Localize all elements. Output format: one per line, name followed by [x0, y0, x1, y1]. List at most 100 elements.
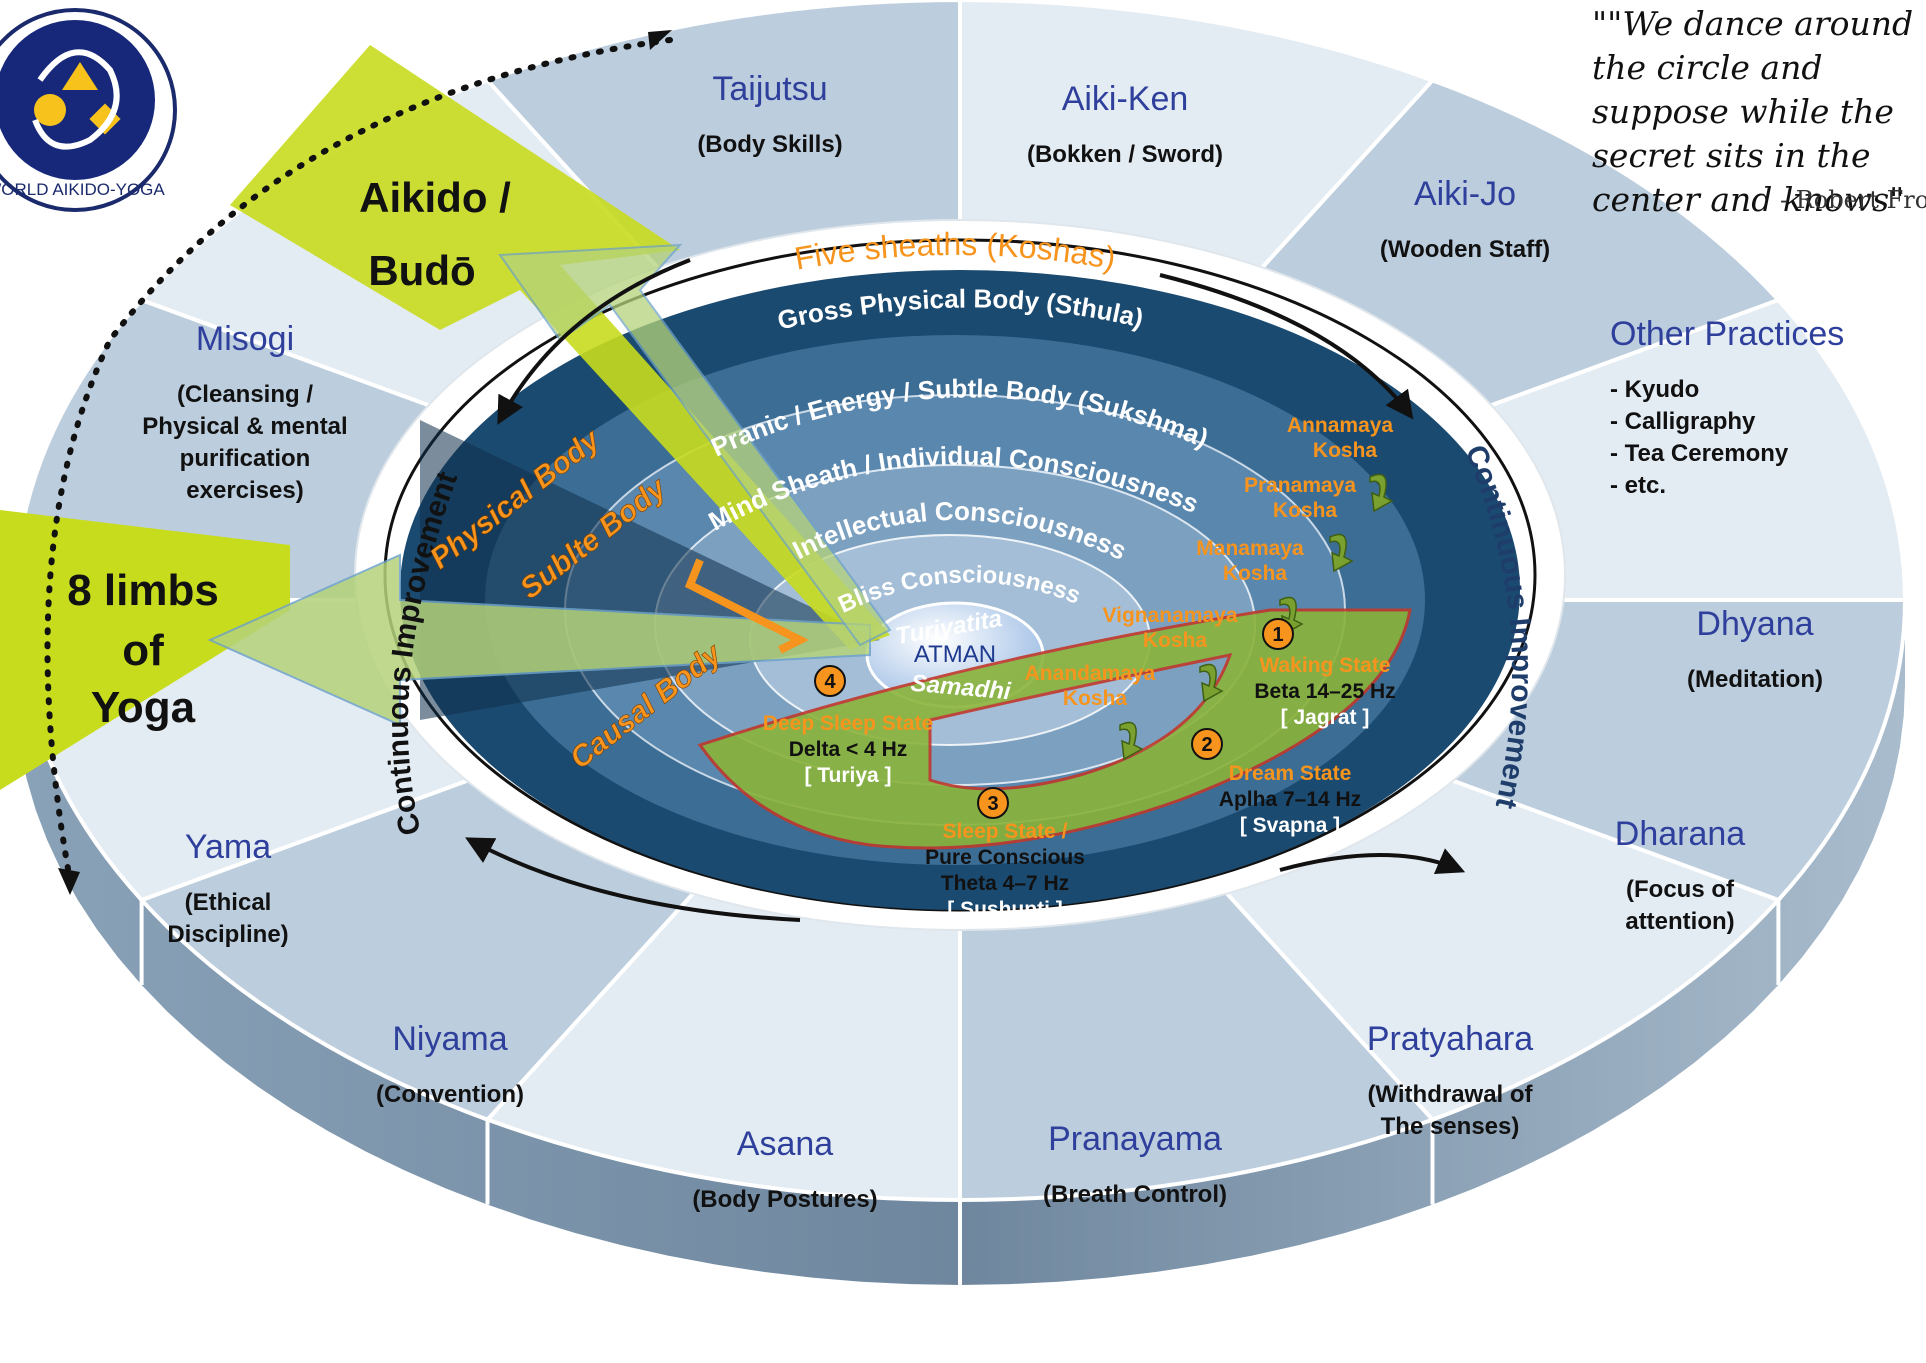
segment-subtitle: (Convention) [376, 1081, 524, 1108]
logo-dot-1 [34, 94, 66, 126]
segment-subtitle: - Calligraphy [1610, 408, 1756, 435]
segment-label-group: Asana(Body Postures) [692, 1125, 877, 1213]
kosha-name: Anandamaya [1025, 662, 1156, 685]
state-name: Sleep State / [943, 820, 1068, 843]
segment-label-group: Dharana (Focus of attention) [1615, 815, 1746, 935]
state-number: 1 [1272, 624, 1283, 646]
segment-subtitle: (Focus of [1626, 876, 1735, 903]
aikido-callout-line1: Aikido / [359, 174, 511, 221]
kosha-word: Kosha [1273, 499, 1338, 522]
aikido-callout-line2: Budō [368, 247, 475, 294]
segment-subtitle: Physical & mental [142, 413, 347, 440]
segment-title: Niyama [392, 1020, 507, 1058]
dotted-arrow-head-top [648, 30, 672, 50]
segment-label-group: Other Practices - Kyudo - Calligraphy - Tea… [1610, 315, 1844, 499]
segment-title: Aiki-Jo [1414, 175, 1516, 213]
segment-subtitle: (Bokken / Sword) [1027, 141, 1223, 168]
segment-label-group: Dhyana (Meditation) [1687, 605, 1823, 693]
segment-title: Other Practices [1610, 315, 1844, 353]
kosha-name: Pranamaya [1244, 474, 1356, 497]
segment-title: Dharana [1615, 815, 1746, 853]
kosha-word: Kosha [1143, 629, 1208, 652]
segment-subtitle: (Withdrawal of [1367, 1081, 1533, 1108]
yoga-callout-shape [0, 510, 290, 790]
segment-label-group: Pranayama (Breath Control) [1043, 1120, 1227, 1208]
segment-subtitle: - etc. [1610, 472, 1666, 499]
state-tag: [ Sushupti ] [947, 898, 1062, 921]
kosha-name: Vignanamaya [1102, 604, 1237, 627]
state-number-badge [814, 665, 846, 697]
quote-author: - Robert Frost [1780, 186, 1926, 214]
logo-swirl [32, 49, 120, 150]
arrow-top-left [497, 258, 691, 425]
state-frequency: Theta 4–7 Hz [941, 872, 1069, 895]
segment-subtitle: (Ethical [185, 889, 272, 916]
kosha-name: Manamaya [1196, 537, 1304, 560]
segment-title: Yama [185, 828, 271, 866]
segment-title: Misogi [196, 320, 294, 358]
aikido-callout-shape [230, 45, 890, 650]
state-name: Deep Sleep State [763, 712, 933, 735]
state-tag: [ Svapna ] [1240, 814, 1340, 837]
segment-subtitle: - Tea Ceremony [1610, 440, 1789, 467]
state-extra: Pure Conscious [925, 846, 1085, 869]
kosha-name: Annamaya [1287, 414, 1394, 437]
segment-label-group: Niyama (Convention) [376, 1020, 524, 1108]
state-number-badge [1262, 618, 1294, 650]
segment-label-group: Taijutsu (Body Skills) [697, 70, 842, 158]
orange-bracket [684, 558, 809, 654]
yoga-callout-line1: 8 limbs [67, 566, 219, 615]
state-name: Waking State [1259, 654, 1390, 677]
disc-rim [15, 600, 1905, 1285]
state-frequency: Aplha 7–14 Hz [1219, 788, 1361, 811]
state-tag: [ Turiya ] [804, 764, 891, 787]
segment-subtitle: Discipline) [167, 921, 288, 948]
segment-labels: Taijutsu (Body Skills) Aiki-Ken (Bokken / S… [142, 70, 1844, 1213]
state-frequency: Beta 14–25 Hz [1254, 680, 1395, 703]
segment-subtitle: (Breath Control) [1043, 1181, 1227, 1208]
dotted-arrow-head-bottom [58, 868, 80, 895]
segment-subtitle: attention) [1625, 908, 1734, 935]
kosha-curl-arrow-icon [1369, 473, 1394, 513]
logo-disc [0, 20, 155, 180]
quote-text: ""We dance around the circle and suppose… [1592, 4, 1914, 219]
segment-subtitle: (Meditation) [1687, 666, 1823, 693]
segment-label-group: Aiki-Ken (Bokken / Sword) [1027, 80, 1223, 168]
kosha-curl-arrow-icon [1329, 533, 1354, 573]
state-tag: [ Jagrat ] [1281, 706, 1370, 729]
logo-text: WORLD AIKIDO-YOGA [0, 180, 165, 199]
logo: WORLD AIKIDO-YOGA [0, 8, 177, 212]
dotted-outer-arrow [44, 37, 673, 883]
segment-title: Pratyahara [1367, 1020, 1533, 1058]
states-green-arc [697, 608, 1412, 850]
segment-title: Asana [737, 1125, 833, 1163]
yoga-callout-line3: Yoga [91, 683, 196, 732]
state-number-badge [977, 787, 1009, 819]
segment-subtitle: (Cleansing / [177, 381, 313, 408]
segment-subtitle: purification [180, 445, 311, 472]
segment-title: Dhyana [1696, 605, 1813, 643]
state-number: 2 [1201, 734, 1212, 756]
segment-title: Aiki-Ken [1062, 80, 1189, 118]
segment-subtitle: exercises) [186, 477, 303, 504]
segment-subtitle: - Kyudo [1610, 376, 1699, 403]
state-number: 3 [987, 793, 998, 815]
state-number: 4 [824, 671, 836, 693]
segment-title: Taijutsu [712, 70, 827, 108]
logo-triangle [62, 62, 98, 90]
segment-subtitle: (Wooden Staff) [1380, 236, 1550, 263]
segment-subtitle: (Body Skills) [697, 131, 842, 158]
kosha-word: Kosha [1313, 439, 1378, 462]
arrow-bottom-left [465, 837, 801, 922]
kosha-labels: AnnamayaKoshaPranamayaKoshaManamayaKosha… [1025, 414, 1394, 761]
segment-title: Pranayama [1048, 1120, 1222, 1158]
yoga-callout-line2: of [122, 626, 164, 675]
arrow-top-right [1159, 273, 1414, 420]
kosha-curl-arrow-icon [1119, 721, 1144, 761]
segment-label-group: Aiki-Jo (Wooden Staff) [1380, 175, 1550, 263]
state-number-badge [1191, 728, 1223, 760]
